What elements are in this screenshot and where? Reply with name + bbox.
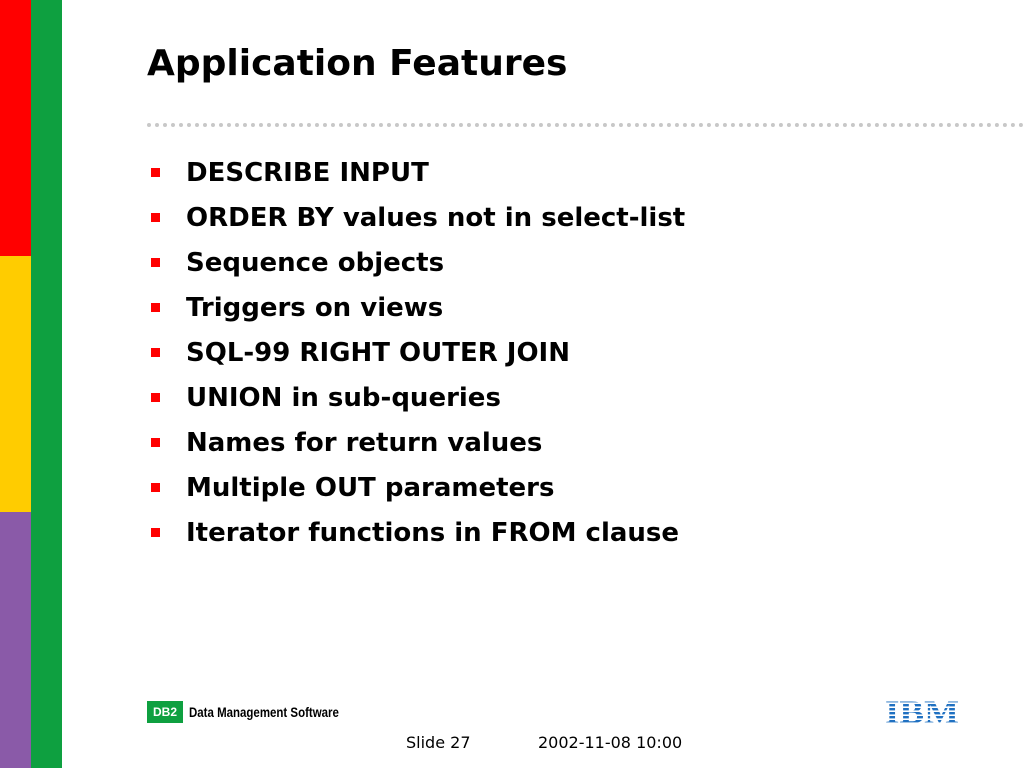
- red-side-bar: [0, 0, 31, 256]
- bullet-text: SQL-99 RIGHT OUTER JOIN: [186, 337, 570, 368]
- bullet-list: DESCRIBE INPUT ORDER BY values not in se…: [147, 150, 685, 555]
- square-bullet-icon: [151, 168, 160, 177]
- bullet-text: Sequence objects: [186, 247, 445, 278]
- title-divider: [147, 123, 1024, 127]
- slide-date: 2002-11-08 10:00: [538, 733, 683, 752]
- square-bullet-icon: [151, 438, 160, 447]
- svg-text:IBM: IBM: [885, 696, 959, 726]
- bullet-text: Multiple OUT parameters: [186, 472, 555, 503]
- bullet-item: DESCRIBE INPUT: [147, 150, 685, 195]
- square-bullet-icon: [151, 258, 160, 267]
- bullet-text: DESCRIBE INPUT: [186, 157, 429, 188]
- slide-title: Application Features: [147, 43, 568, 84]
- db2-logo: DB2 Data Management Software: [147, 701, 372, 723]
- square-bullet-icon: [151, 303, 160, 312]
- purple-side-bar: [0, 512, 31, 768]
- square-bullet-icon: [151, 483, 160, 492]
- bullet-text: ORDER BY values not in select-list: [186, 202, 686, 233]
- bullet-text: UNION in sub-queries: [186, 382, 501, 413]
- db2-brand-label: Data Management Software: [189, 704, 339, 720]
- bullet-text: Iterator functions in FROM clause: [186, 517, 680, 548]
- square-bullet-icon: [151, 393, 160, 402]
- bullet-item: Names for return values: [147, 420, 685, 465]
- bullet-text: Names for return values: [186, 427, 543, 458]
- bullet-item: Sequence objects: [147, 240, 685, 285]
- square-bullet-icon: [151, 213, 160, 222]
- ibm-logo: IBM: [885, 696, 959, 726]
- square-bullet-icon: [151, 528, 160, 537]
- bullet-item: Iterator functions in FROM clause: [147, 510, 685, 555]
- bullet-item: SQL-99 RIGHT OUTER JOIN: [147, 330, 685, 375]
- bullet-text: Triggers on views: [186, 292, 444, 323]
- square-bullet-icon: [151, 348, 160, 357]
- bullet-item: Multiple OUT parameters: [147, 465, 685, 510]
- green-side-bar: [31, 0, 62, 768]
- bullet-item: Triggers on views: [147, 285, 685, 330]
- bullet-item: UNION in sub-queries: [147, 375, 685, 420]
- yellow-side-bar: [0, 256, 31, 512]
- slide-number: Slide 27: [406, 733, 471, 752]
- db2-badge: DB2: [147, 701, 184, 723]
- bullet-item: ORDER BY values not in select-list: [147, 195, 685, 240]
